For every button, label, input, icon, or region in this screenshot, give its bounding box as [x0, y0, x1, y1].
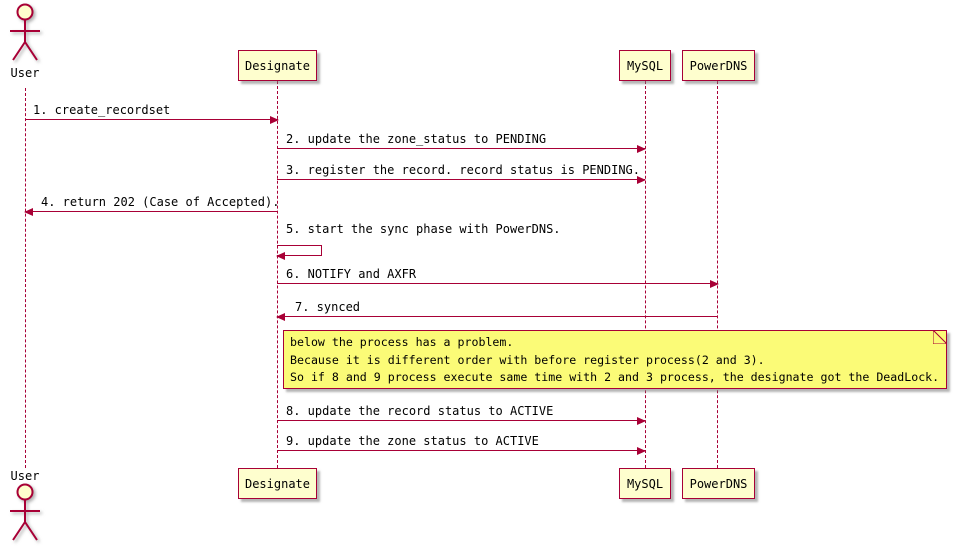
- message-9-arrow: [277, 446, 646, 455]
- note-line-1: below the process has a problem.: [290, 335, 514, 349]
- message-3-arrow: [277, 175, 646, 184]
- participant-designate-top: Designate: [238, 50, 317, 81]
- message-5: 5. start the sync phase with PowerDNS.: [276, 221, 561, 260]
- message-1-label: 1. create_recordset: [33, 103, 171, 117]
- message-1: 1. create_recordset: [25, 102, 279, 124]
- message-1-arrow: [25, 115, 279, 124]
- participant-label: PowerDNS: [689, 58, 748, 73]
- message-3-label: 3. register the record. record status is…: [286, 163, 641, 177]
- message-7-label: 7. synced: [295, 300, 361, 314]
- participant-label: MySQL: [626, 476, 664, 491]
- message-4-label: 4. return 202 (Case of Accepted).: [41, 195, 280, 209]
- user-actor-icon: [10, 3, 40, 61]
- actor-label-user-top: User: [10, 66, 40, 80]
- note-fold-icon: [933, 330, 947, 344]
- message-8-arrow: [277, 416, 646, 425]
- participant-powerdns-bottom: PowerDNS: [682, 468, 755, 499]
- message-4: 4. return 202 (Case of Accepted).: [24, 194, 280, 216]
- message-5-label: 5. start the sync phase with PowerDNS.: [286, 222, 561, 236]
- message-7: 7. synced: [276, 299, 718, 321]
- note-line-2: Because it is different order with befor…: [290, 352, 765, 367]
- message-9-label: 9. update the zone status to ACTIVE: [286, 434, 539, 448]
- message-8: 8. update the record status to ACTIVE: [277, 403, 646, 425]
- message-2: 2. update the zone_status to PENDING: [277, 131, 646, 153]
- participant-label: MySQL: [626, 58, 664, 73]
- message-9: 9. update the zone status to ACTIVE: [277, 433, 646, 455]
- user-actor-icon-bottom: [10, 483, 40, 541]
- participant-mysql-top: MySQL: [619, 50, 671, 81]
- participant-powerdns-top: PowerDNS: [682, 50, 755, 81]
- message-3: 3. register the record. record status is…: [277, 162, 646, 184]
- message-6-label: 6. NOTIFY and AXFR: [286, 267, 417, 281]
- participant-label: PowerDNS: [689, 476, 748, 491]
- note-line-3: So if 8 and 9 process execute same time …: [290, 370, 940, 384]
- lifeline-powerdns: [717, 81, 718, 468]
- note: below the process has a problem. Because…: [283, 330, 947, 389]
- lifeline-user: [25, 88, 26, 468]
- participant-mysql-bottom: MySQL: [619, 468, 671, 499]
- message-6: 6. NOTIFY and AXFR: [277, 266, 719, 288]
- actor-label-user-bottom: User: [10, 469, 40, 483]
- participant-label: Designate: [244, 58, 311, 73]
- participant-label: Designate: [244, 476, 311, 491]
- message-6-arrow: [277, 279, 719, 288]
- message-2-label: 2. update the zone_status to PENDING: [286, 132, 547, 146]
- message-4-arrow: [24, 207, 278, 216]
- lifeline-designate: [277, 81, 278, 468]
- message-2-arrow: [277, 144, 646, 153]
- message-7-arrow: [276, 312, 718, 321]
- message-8-label: 8. update the record status to ACTIVE: [286, 404, 554, 418]
- lifeline-mysql: [645, 81, 646, 468]
- participant-designate-bottom: Designate: [238, 468, 317, 499]
- message-5-self-arrow: [276, 245, 322, 260]
